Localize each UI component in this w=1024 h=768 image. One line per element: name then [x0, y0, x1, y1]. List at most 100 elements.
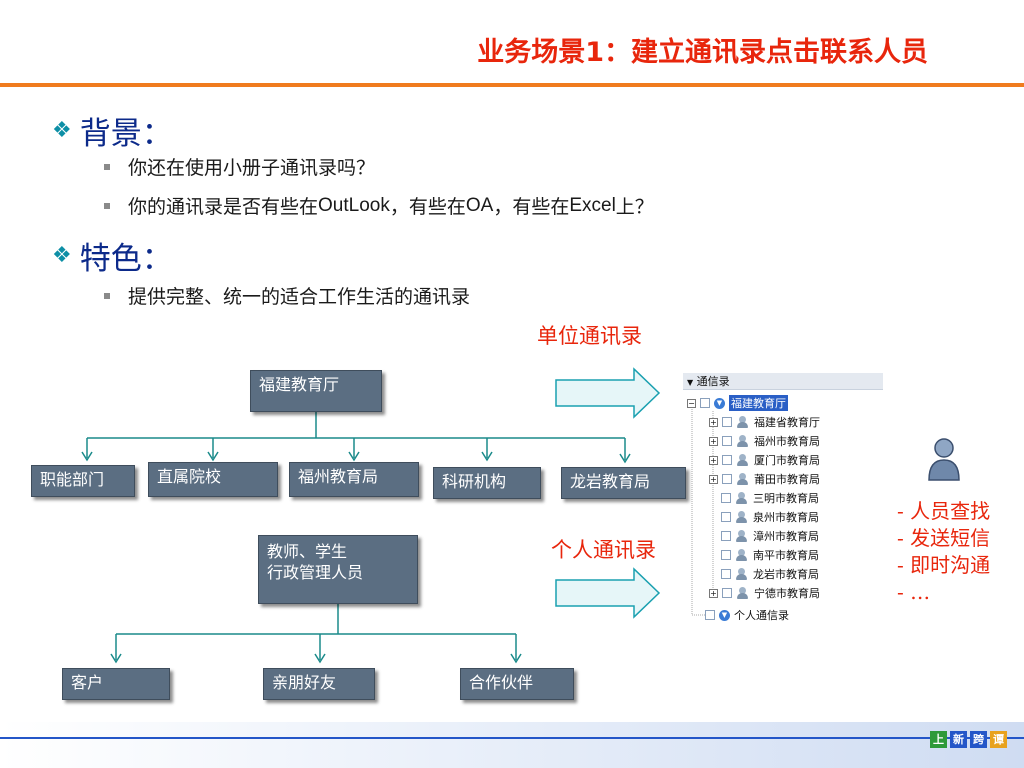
footer-logo-tile: 新	[950, 731, 967, 748]
feature-item: - …	[897, 580, 931, 604]
expand-icon[interactable]: +	[709, 455, 718, 465]
collapse-icon[interactable]: −	[687, 398, 696, 408]
footer-logo-tile: 谭	[990, 731, 1007, 748]
checkbox[interactable]	[722, 417, 732, 427]
features-heading: ❖ 特色：	[52, 233, 173, 278]
footer-line	[0, 737, 1024, 739]
background-item-2-part: 你的通讯录是否有些在	[128, 196, 319, 218]
diamond-bullet-icon: ❖	[52, 118, 72, 143]
person-icon	[928, 438, 960, 481]
footer-logo-tile: 上	[930, 731, 947, 748]
tree-node-item[interactable]: 三明市教育局	[721, 490, 819, 506]
checkbox[interactable]	[722, 474, 732, 484]
org-child-box: 科研机构	[433, 467, 541, 499]
excel-text: Excel	[569, 194, 616, 216]
directory-tree-view: ▼ 通信录 −▼福建教育厅 +福建省教育厅+福州市教育局+厦门市教育局+莆田市教…	[683, 373, 885, 625]
features-heading-text: 特色：	[79, 241, 173, 277]
tree-node-label: 泉州市教育局	[753, 511, 819, 524]
tree-node-item[interactable]: +厦门市教育局	[709, 452, 820, 468]
tree-node-item[interactable]: 龙岩市教育局	[721, 566, 819, 582]
group-icon	[735, 530, 749, 542]
tree-node-item[interactable]: + 宁德市教育局	[709, 585, 820, 601]
background-item-2-part: ，有些在	[493, 196, 570, 218]
checkbox[interactable]	[721, 569, 731, 579]
tree-node-item[interactable]: 南平市教育局	[721, 547, 819, 563]
square-bullet-icon	[104, 202, 110, 209]
checkbox[interactable]	[700, 398, 710, 408]
background-item-2-part: 上？	[615, 196, 654, 218]
tree-header-label: 通信录	[696, 375, 730, 388]
chevron-down-icon[interactable]: ▼	[719, 609, 730, 621]
personal-child-box: 客户	[62, 668, 170, 700]
checkbox[interactable]	[721, 531, 731, 541]
group-icon	[736, 416, 750, 428]
arrowhead	[481, 451, 493, 462]
tree-node-item[interactable]: + 莆田市教育局	[709, 471, 820, 487]
group-icon	[735, 492, 749, 504]
tree-node-label: 个人通信录	[734, 609, 789, 622]
org-child-box: 职能部门	[31, 465, 135, 497]
tree-node-item[interactable]: + 福建省教育厅	[709, 414, 820, 430]
background-heading-text: 背景：	[79, 116, 173, 152]
diamond-bullet-icon: ❖	[52, 243, 72, 268]
outlook-text: OutLook	[318, 194, 390, 216]
background-item-1-text: 你还在使用小册子通讯录吗？	[128, 157, 376, 179]
tree-node-root[interactable]: − ▼ 福建教育厅	[687, 395, 788, 411]
tree-node-label: 宁德市教育局	[754, 587, 820, 600]
background-item-1: 你还在使用小册子通讯录吗？	[104, 153, 375, 180]
features-item-1-text: 提供完整、统一的适合工作生活的通讯录	[128, 286, 471, 308]
tree-node-label: 福州市教育局	[754, 435, 820, 448]
personal-root-line: 行政管理人员	[267, 562, 364, 582]
group-icon	[735, 568, 749, 580]
expand-icon[interactable]: +	[709, 588, 718, 598]
expand-icon[interactable]: +	[709, 436, 718, 446]
checkbox[interactable]	[722, 436, 732, 446]
oa-text: OA	[465, 194, 494, 216]
org-child-box: 福州教育局	[289, 462, 419, 497]
checkbox[interactable]	[721, 550, 731, 560]
tree-node-item[interactable]: 泉州市教育局	[721, 509, 819, 525]
tree-node-label: 三明市教育局	[753, 492, 819, 505]
title-underline	[0, 83, 1024, 87]
checkbox[interactable]	[721, 493, 731, 503]
org-root-box: 福建教育厅	[250, 370, 382, 412]
personal-directory-label: 个人通讯录	[551, 538, 656, 562]
right-arrow-icon	[555, 567, 661, 619]
arrowhead	[81, 451, 93, 462]
org-child-box: 龙岩教育局	[561, 467, 686, 499]
arrowhead	[619, 453, 631, 464]
tree-node-label: 福建省教育厅	[754, 416, 820, 429]
group-icon	[736, 473, 750, 485]
tree-node-label: 福建教育厅	[729, 395, 788, 411]
arrowhead	[110, 653, 122, 664]
checkbox[interactable]	[705, 610, 715, 620]
group-icon	[736, 587, 750, 599]
feature-item: - 人员查找	[897, 499, 991, 523]
checkbox[interactable]	[722, 588, 732, 598]
tree-node-personal[interactable]: ▼ 个人通信录	[705, 607, 789, 623]
arrowhead	[207, 451, 219, 462]
arrowhead	[314, 653, 326, 664]
expand-icon[interactable]: +	[709, 417, 718, 427]
footer-logo-tile: 跨	[970, 731, 987, 748]
personal-child-box: 合作伙伴	[460, 668, 574, 700]
personal-child-box: 亲朋好友	[263, 668, 375, 700]
background-item-2-part: ，有些在	[389, 196, 466, 218]
square-bullet-icon	[104, 163, 110, 170]
tree-node-item[interactable]: 漳州市教育局	[721, 528, 819, 544]
tree-header[interactable]: ▼ 通信录	[683, 373, 883, 390]
tree-node-label: 莆田市教育局	[754, 473, 820, 486]
unit-directory-label: 单位通讯录	[537, 324, 642, 348]
features-item-1: 提供完整、统一的适合工作生活的通讯录	[104, 282, 470, 309]
tree-node-item[interactable]: + 福州市教育局	[709, 433, 820, 449]
expand-icon[interactable]: +	[709, 474, 718, 484]
checkbox[interactable]	[721, 512, 731, 522]
group-icon	[735, 549, 749, 561]
page-title: 业务场景1：建立通讯录点击联系人员	[477, 37, 928, 68]
chevron-down-icon[interactable]: ▼	[714, 397, 725, 409]
feature-item: - 发送短信	[897, 526, 991, 550]
tree-node-label: 漳州市教育局	[753, 530, 819, 543]
checkbox[interactable]	[722, 455, 732, 465]
